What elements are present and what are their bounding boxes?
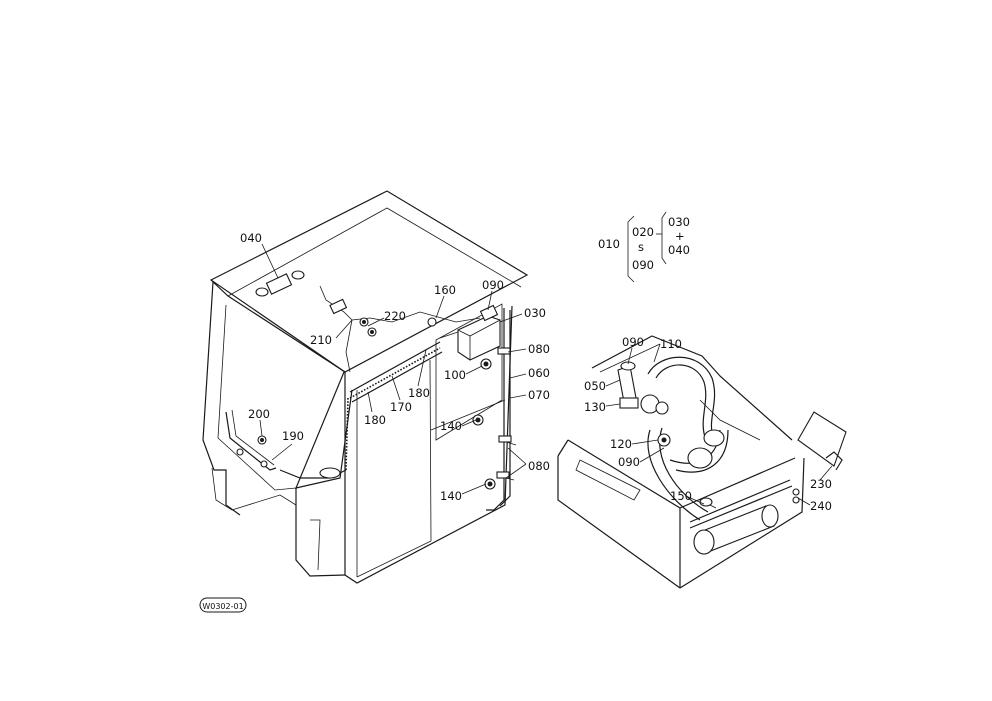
drawing-id-badge: W0302-01: [199, 597, 247, 613]
callout-080-bottom: 080: [528, 459, 550, 473]
callout-labels: 040 210 220 160 090 030 080 100 060 070 …: [240, 231, 832, 513]
callout-120: 120: [610, 437, 632, 451]
callout-030: 030: [524, 306, 546, 320]
assembly-key-group-a-bottom: 090: [632, 258, 654, 272]
callout-240: 240: [810, 499, 832, 513]
assembly-key-group-b-top: 030: [668, 215, 690, 229]
callout-150: 150: [670, 489, 692, 503]
callout-100: 100: [444, 368, 466, 382]
callout-060: 060: [528, 366, 550, 380]
callout-070: 070: [528, 388, 550, 402]
callout-210: 210: [310, 333, 332, 347]
callout-140-a: 140: [440, 419, 462, 433]
drawing-id: W0302-01: [202, 602, 243, 611]
callout-050: 050: [584, 379, 606, 393]
callout-040: 040: [240, 231, 262, 245]
assembly-key-group-b-bottom: 040: [668, 243, 690, 257]
callout-090-engine: 090: [622, 335, 644, 349]
assembly-key: 010 020 s 090 030 + 040: [598, 211, 690, 283]
callout-180-b: 180: [364, 413, 386, 427]
callout-130: 130: [584, 400, 606, 414]
assembly-key-group-a-sep: s: [638, 240, 644, 254]
cab-assembly: [202, 190, 529, 584]
engine-bay-assembly: [557, 335, 847, 589]
callout-200: 200: [248, 407, 270, 421]
callout-180-a: 180: [408, 386, 430, 400]
callout-090-cab: 090: [482, 278, 504, 292]
assembly-key-group-b-sep: +: [675, 229, 685, 243]
callout-080-top: 080: [528, 342, 550, 356]
callout-170: 170: [390, 400, 412, 414]
callout-140-b: 140: [440, 489, 462, 503]
callout-160: 160: [434, 283, 456, 297]
callout-190: 190: [282, 429, 304, 443]
leader-lines: [259, 243, 833, 506]
assembly-key-root: 010: [598, 237, 620, 251]
callout-110: 110: [660, 337, 682, 351]
callout-090-hose: 090: [618, 455, 640, 469]
callout-230: 230: [810, 477, 832, 491]
assembly-key-group-a-top: 020: [632, 225, 654, 239]
callout-220: 220: [384, 309, 406, 323]
